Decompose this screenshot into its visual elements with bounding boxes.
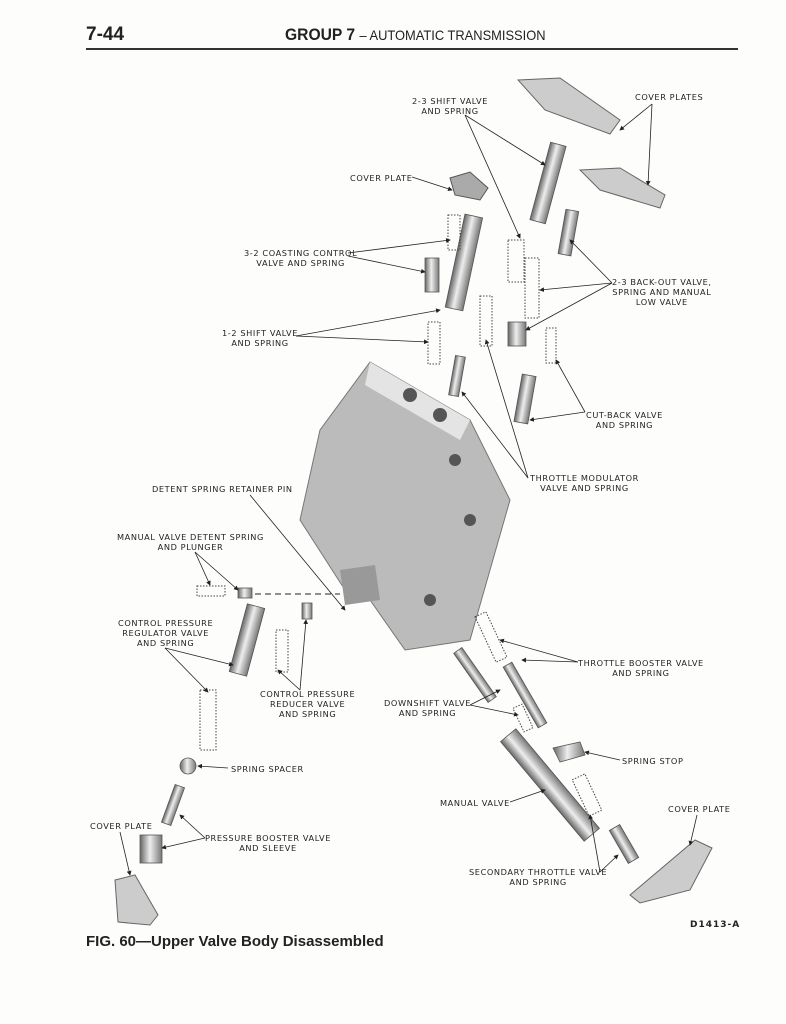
manual-valve-part: [499, 728, 601, 842]
label-cp-regulator: CONTROL PRESSURE REGULATOR VALVE AND SPR…: [118, 618, 214, 648]
valve-body: [299, 361, 511, 651]
label-2-3-backout: 2-3 BACK-OUT VALVE, SPRING AND MANUAL LO…: [612, 277, 712, 307]
figure-caption: FIG. 60—Upper Valve Body Disassembled: [86, 933, 384, 950]
secondary-throttle-valve: [608, 823, 640, 865]
label-cutback-valve: CUT-BACK VALVE AND SPRING: [586, 410, 663, 430]
label-spring-spacer: SPRING SPACER: [231, 764, 304, 774]
throttle-booster-valve: [502, 661, 548, 729]
cover-plate-top-1: [516, 77, 621, 135]
label-1-2-shift-valve: 1-2 SHIFT VALVE AND SPRING: [222, 328, 299, 348]
spring: [571, 773, 603, 817]
spring: [507, 239, 525, 283]
label-detent-retainer-pin: DETENT SPRING RETAINER PIN: [152, 484, 293, 494]
label-2-3-shift-valve: 2-3 SHIFT VALVE AND SPRING: [412, 96, 489, 116]
cover-plate-top-2: [578, 167, 666, 209]
label-throttle-modulator: THROTTLE MODULATOR VALVE AND SPRING: [530, 473, 639, 493]
pressure-booster-valve: [160, 783, 186, 827]
page-number: 7-44: [86, 24, 125, 45]
label-downshift-valve: DOWNSHIFT VALVE AND SPRING: [384, 698, 472, 718]
label-pressure-booster: PRESSURE BOOSTER VALVE AND SLEEVE: [205, 833, 331, 853]
cover-plate-left: [114, 874, 159, 926]
shift-valve-23: [529, 141, 567, 225]
label-secondary-throttle: SECONDARY THROTTLE VALVE AND SPRING: [469, 867, 608, 887]
cover-plate-right: [629, 839, 713, 904]
spring: [447, 214, 461, 251]
header-rule: [86, 48, 738, 50]
coasting-plug: [424, 257, 440, 293]
spring-spacer-part: [179, 757, 197, 775]
spring: [427, 321, 441, 365]
label-spring-stop: SPRING STOP: [622, 756, 684, 766]
figure-code: D1413-A: [690, 920, 741, 930]
label-3-2-coasting: 3-2 COASTING CONTROL VALVE AND SPRING: [244, 248, 358, 268]
group-label: GROUP 7: [285, 25, 356, 44]
cp-reducer-valve: [301, 602, 313, 620]
spring-stop-part: [552, 741, 586, 763]
backout-valve: [557, 208, 580, 257]
spring: [545, 327, 557, 364]
spring: [196, 585, 226, 597]
label-detent-spring: MANUAL VALVE DETENT SPRING AND PLUNGER: [117, 532, 264, 552]
spring: [199, 689, 217, 751]
coasting-valve: [444, 213, 484, 312]
section-title: GROUP 7 – AUTOMATIC TRANSMISSION: [285, 25, 546, 45]
label-cp-reducer: CONTROL PRESSURE REDUCER VALVE AND SPRIN…: [260, 689, 356, 719]
label-cover-plate-right: COVER PLATE: [668, 804, 731, 814]
label-cover-plate-left: COVER PLATE: [90, 821, 153, 831]
spring: [524, 257, 540, 319]
spring: [474, 611, 508, 663]
cutback-valve: [513, 373, 537, 425]
low-valve: [507, 321, 527, 347]
cover-plate-small: [449, 171, 489, 201]
spring: [479, 295, 493, 347]
throttle-mod-valve: [448, 354, 466, 398]
group-title: – AUTOMATIC TRANSMISSION: [359, 27, 546, 43]
label-throttle-booster: THROTTLE BOOSTER VALVE AND SPRING: [578, 658, 704, 678]
pressure-booster-sleeve: [139, 834, 163, 864]
label-cover-plate-top: COVER PLATE: [350, 173, 413, 183]
label-manual-valve: MANUAL VALVE: [440, 798, 510, 808]
spring: [275, 629, 289, 673]
cp-regulator-valve: [228, 603, 266, 677]
downshift-valve: [453, 647, 497, 703]
detent-plunger: [237, 587, 253, 599]
label-cover-plates: COVER PLATES: [635, 92, 704, 102]
